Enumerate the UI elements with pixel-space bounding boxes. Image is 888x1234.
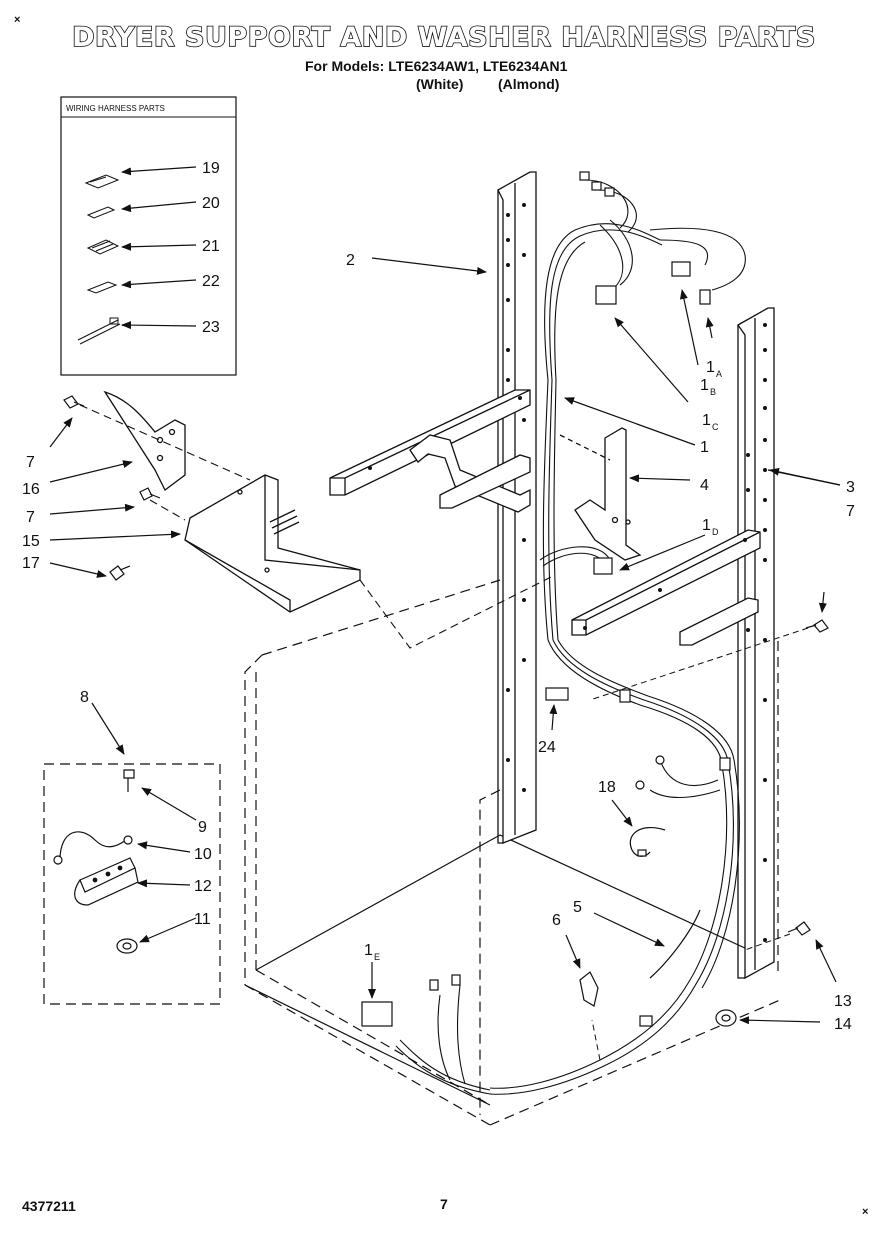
- callout-20: 20: [202, 195, 220, 212]
- callout-1a-sub: A: [716, 369, 722, 379]
- callout-7-right: 7: [846, 503, 855, 520]
- screw-9: [123, 769, 135, 792]
- callout-15: 15: [22, 533, 40, 550]
- callout-10: 10: [194, 846, 212, 863]
- callout-1d-sub: D: [712, 527, 719, 537]
- corner-mark-top-left: ×: [14, 14, 21, 26]
- connector-21: [86, 239, 120, 255]
- connector-1b: [671, 261, 691, 277]
- terminal-20: [86, 206, 116, 219]
- screw-13: [787, 921, 811, 936]
- terminal-22: [86, 281, 118, 294]
- harness-sleeve-right: [719, 757, 731, 771]
- callout-16: 16: [22, 481, 40, 498]
- callout-4: 4: [700, 477, 709, 494]
- callout-9: 9: [198, 819, 207, 836]
- connector-1d: [593, 557, 613, 575]
- screw-7-mid: [139, 487, 161, 501]
- callout-7-top: 7: [26, 454, 35, 471]
- wire-clip-6: [579, 971, 599, 1007]
- callout-2: 2: [346, 252, 355, 269]
- wire-5: [649, 909, 701, 979]
- washer-14: [715, 1009, 737, 1027]
- page-number: 7: [440, 1196, 448, 1212]
- dryer-base-outline: [244, 579, 781, 1126]
- ground-wire-10: [59, 831, 127, 861]
- wiring-harness-parts-box: WIRING HARNESS PARTS 19 20 21 22 23: [60, 96, 237, 376]
- screw-7-top: [63, 395, 85, 409]
- callout-18: 18: [598, 779, 616, 796]
- callout-1a: 1: [706, 359, 715, 376]
- callout-19: 19: [202, 160, 220, 177]
- callout-1d: 1: [702, 517, 711, 534]
- main-wire-harness: [395, 179, 746, 1095]
- right-cross-braces: [571, 529, 761, 646]
- control-bracket-15: [184, 474, 361, 613]
- screw-17: [109, 565, 131, 581]
- callout-5: 5: [573, 899, 582, 916]
- clip-24: [545, 687, 569, 701]
- corner-mark-bottom-right: ×: [862, 1206, 869, 1218]
- terminal-e2: [451, 974, 461, 986]
- callout-22: 22: [202, 273, 220, 290]
- connector-1e: [361, 1001, 393, 1027]
- wire-18: [629, 827, 666, 857]
- callout-1c-sub: C: [712, 422, 719, 432]
- harness-bracket-4: [559, 427, 642, 561]
- right-vertical-support: [737, 307, 775, 980]
- connector-19: [84, 174, 120, 189]
- connector-top-3: [604, 187, 615, 197]
- connector-top-2: [591, 181, 602, 191]
- connector-1c: [595, 285, 617, 305]
- callout-21: 21: [202, 238, 220, 255]
- connector-top-1: [579, 171, 590, 181]
- box-title: WIRING HARNESS PARTS: [66, 104, 165, 113]
- screw-7-right: [805, 619, 829, 633]
- mounting-bracket-16: [103, 390, 186, 491]
- callout-24: 24: [538, 739, 556, 756]
- callout-17: 17: [22, 555, 40, 572]
- terminal-b: [635, 780, 645, 790]
- callout-1e-sub: E: [374, 952, 380, 962]
- callout-7-mid: 7: [26, 509, 35, 526]
- document-number: 4377211: [22, 1198, 76, 1214]
- color-almond-label: (Almond): [498, 76, 560, 92]
- callout-13: 13: [834, 993, 852, 1010]
- callout-3: 3: [846, 479, 855, 496]
- page-title: DRYER SUPPORT AND WASHER HARNESS PARTS: [71, 21, 816, 54]
- connector-1a: [699, 289, 711, 305]
- callout-1b: 1: [700, 377, 709, 394]
- callout-6: 6: [552, 912, 561, 929]
- callout-11: 11: [194, 911, 211, 928]
- callout-1e: 1: [364, 942, 373, 959]
- callout-12: 12: [194, 878, 212, 895]
- callout-8: 8: [80, 689, 89, 706]
- models-line: For Models: LTE6234AW1, LTE6234AN1: [305, 58, 568, 74]
- callout-1c: 1: [702, 412, 711, 429]
- terminal-a: [655, 755, 665, 765]
- callout-23: 23: [202, 319, 220, 336]
- callout-14: 14: [834, 1016, 852, 1033]
- left-cross-braces: [329, 389, 531, 513]
- callout-1: 1: [700, 439, 709, 456]
- harness-sleeve: [619, 689, 631, 703]
- tie-strap-23: [77, 317, 121, 345]
- ground-strap-kit-8: [43, 763, 221, 1005]
- harness-sleeve-lower: [639, 1015, 653, 1027]
- callout-1b-sub: B: [710, 387, 716, 397]
- terminal-e1: [429, 979, 439, 991]
- color-white-label: (White): [416, 76, 464, 92]
